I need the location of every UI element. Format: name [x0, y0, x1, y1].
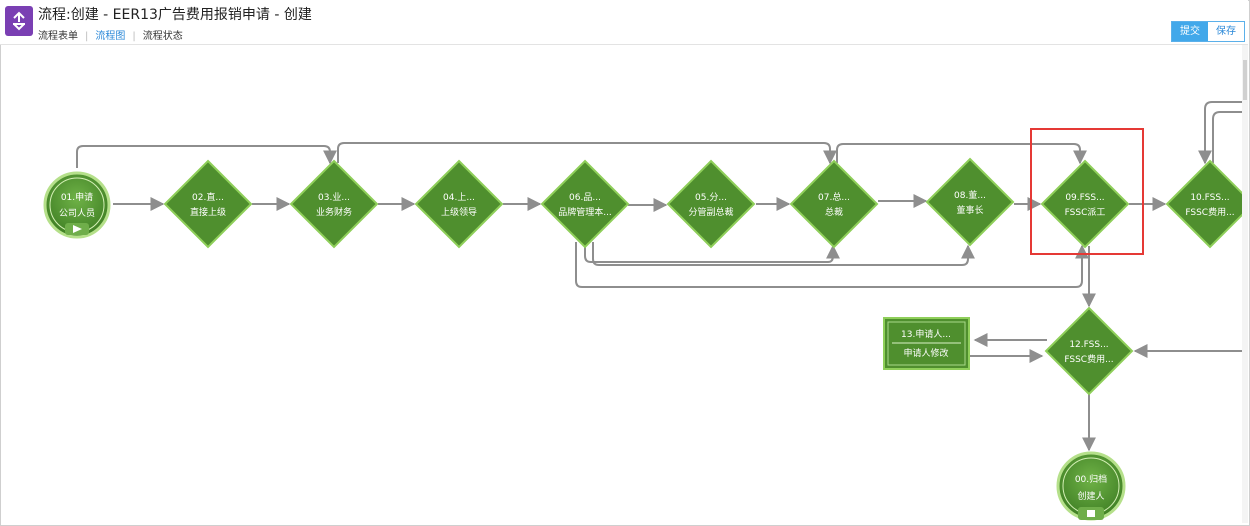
node-09-line1: 09.FSS...	[1065, 193, 1104, 203]
node-06[interactable]: 06.品... 品牌管理本...	[540, 159, 630, 249]
node-00-line1: 00.归档	[1075, 473, 1107, 485]
node-04-line2: 上级领导	[441, 206, 477, 218]
node-01-line2: 公司人员	[59, 208, 95, 219]
node-12[interactable]: 12.FSS... FSSC费用...	[1044, 306, 1134, 396]
tab-separator: |	[85, 31, 89, 42]
submit-button[interactable]: 提交	[1172, 22, 1208, 41]
save-button[interactable]: 保存	[1208, 22, 1244, 41]
node-03-line2: 业务财务	[316, 206, 352, 218]
node-00-end[interactable]: 00.归档 创建人	[1056, 451, 1126, 521]
node-10[interactable]: 10.FSS... FSSC费用...	[1165, 159, 1242, 249]
node-06-line1: 06.品...	[569, 192, 601, 203]
node-02[interactable]: 02.直... 直接上级	[163, 159, 253, 249]
node-05-line1: 05.分...	[695, 192, 727, 203]
tab-flowchart[interactable]: 流程图	[95, 31, 126, 42]
node-01-line1: 01.申请	[61, 191, 93, 203]
stop-icon	[1087, 510, 1095, 517]
node-02-line1: 02.直...	[192, 191, 224, 203]
page-title: 流程:创建 - EER13广告费用报销申请 - 创建	[38, 7, 312, 23]
node-09[interactable]: 09.FSS... FSSC派工	[1040, 159, 1130, 249]
tab-separator: |	[132, 31, 136, 42]
node-06-line2: 品牌管理本...	[558, 206, 612, 218]
node-13-line2: 申请人修改	[903, 347, 948, 359]
main-flow-connectors	[113, 194, 1167, 212]
node-12-line1: 12.FSS...	[1069, 340, 1108, 350]
node-08-line1: 08.董...	[954, 189, 986, 201]
node-10-line1: 10.FSS...	[1190, 193, 1229, 203]
tab-form[interactable]: 流程表单	[38, 31, 78, 42]
node-03-line1: 03.业...	[318, 192, 350, 203]
workflow-app-icon	[5, 6, 33, 36]
top-loop-connectors	[76, 101, 1242, 168]
play-icon	[73, 225, 82, 233]
node-07-line1: 07.总...	[818, 191, 850, 203]
page-header: 流程:创建 - EER13广告费用报销申请 - 创建 流程表单 | 流程图 | 流程状态…	[0, 0, 1248, 45]
node-03[interactable]: 03.业... 业务财务	[289, 159, 379, 249]
current-step-highlight	[1030, 128, 1144, 255]
tab-status[interactable]: 流程状态	[142, 31, 183, 42]
vertical-scrollbar[interactable]	[1242, 45, 1248, 523]
node-09-line2: FSSC派工	[1065, 207, 1106, 218]
node-04[interactable]: 04.上... 上级领导	[414, 159, 504, 249]
tab-bar: 流程表单 | 流程图 | 流程状态	[38, 27, 183, 42]
node-08[interactable]: 08.董... 董事长	[925, 157, 1015, 247]
flowchart-canvas: 01.申请 公司人员 02.直... 直接上级 03.业... 业务财务 04.…	[43, 101, 1242, 521]
node-10-line2: FSSC费用...	[1185, 206, 1234, 218]
node-00-line2: 创建人	[1077, 490, 1104, 502]
node-01-start[interactable]: 01.申请 公司人员	[43, 171, 111, 239]
node-12-line2: FSSC费用...	[1064, 353, 1113, 365]
scrollbar-thumb[interactable]	[1243, 60, 1247, 100]
bottom-loop-connectors	[575, 242, 1242, 452]
node-13-line1: 13.申请人...	[901, 328, 951, 340]
node-07-line2: 总裁	[825, 206, 843, 218]
node-07[interactable]: 07.总... 总裁	[789, 159, 879, 249]
node-05-line2: 分管副总裁	[688, 206, 733, 218]
node-13[interactable]: 13.申请人... 申请人修改	[883, 317, 970, 370]
node-05[interactable]: 05.分... 分管副总裁	[666, 159, 756, 249]
node-08-line2: 董事长	[956, 204, 983, 216]
node-02-line2: 直接上级	[190, 206, 226, 218]
node-04-line1: 04.上...	[443, 192, 475, 203]
action-buttons: 提交 保存	[1171, 21, 1245, 42]
